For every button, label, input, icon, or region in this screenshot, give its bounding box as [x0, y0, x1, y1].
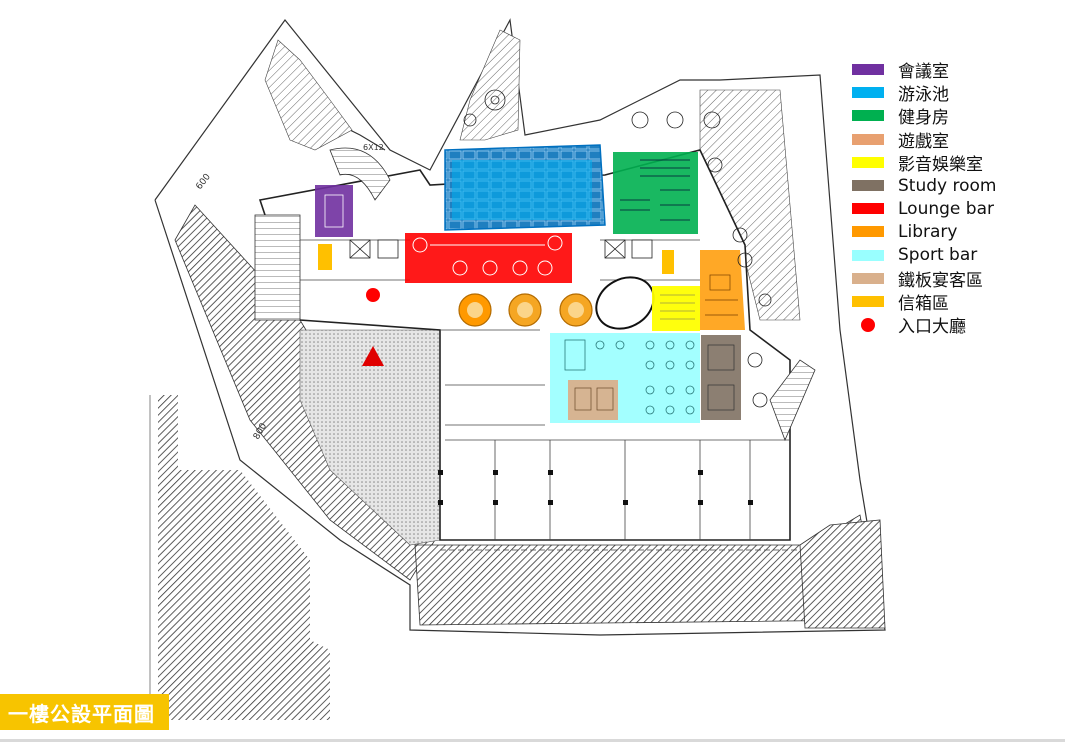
hatched-landscape-top	[264, 39, 353, 151]
zone-teppanyaki	[568, 380, 618, 420]
legend-item: 健身房	[852, 104, 996, 129]
av-seats	[660, 294, 695, 320]
legend-label: Lounge bar	[898, 198, 994, 219]
hatched-triangle-top	[459, 29, 521, 141]
legend-item: 游泳池	[852, 81, 996, 106]
pool-water-accent	[452, 160, 592, 220]
library-shelves	[705, 274, 738, 316]
sport-bar-tables	[564, 339, 695, 415]
zone-av-room	[652, 286, 700, 331]
stair-left	[254, 214, 301, 321]
zone-meeting-room	[315, 185, 353, 237]
legend-swatch	[852, 295, 884, 307]
legend-label: 游泳池	[898, 85, 949, 106]
teppanyaki-tables	[574, 387, 614, 411]
spiral-stair	[329, 147, 391, 201]
legend-label: Study room	[898, 175, 997, 196]
gym-equipment	[620, 159, 690, 221]
zone-gym	[613, 152, 698, 234]
legend-swatch	[852, 249, 884, 261]
zone-mailbox-right	[662, 250, 674, 274]
legend-item: Study room	[852, 174, 996, 197]
trees	[463, 89, 772, 408]
oval-feature	[595, 276, 655, 330]
zone-study-room	[701, 335, 741, 420]
lounge-seating	[412, 235, 563, 276]
legend-swatch	[852, 203, 884, 215]
zone-lounge-bar	[405, 233, 572, 283]
hatched-corner-right	[799, 519, 886, 629]
stair-right	[769, 359, 816, 442]
legend-item: Library	[852, 220, 996, 243]
legend-item: 會議室	[852, 58, 996, 83]
title-banner: 一樓公設平面圖	[0, 694, 169, 730]
legend-label: 會議室	[898, 62, 949, 83]
legend-item: 遊戲室	[852, 128, 996, 152]
study-desks	[707, 344, 735, 411]
legend-label: 鐵板宴客區	[898, 270, 983, 291]
legend-item: 鐵板宴客區	[852, 267, 996, 291]
legend-label: 信箱區	[898, 293, 949, 314]
legend-label: 影音娛樂室	[898, 154, 983, 175]
legend-swatch	[852, 156, 884, 168]
elevators	[349, 239, 653, 259]
legend-label: Sport bar	[898, 245, 978, 266]
legend-item: Lounge bar	[852, 197, 996, 220]
legend-item: Sport bar	[852, 244, 996, 267]
entrance-arrow	[362, 346, 384, 366]
legend-item: 信箱區	[852, 290, 996, 314]
legend-label: 健身房	[898, 108, 949, 129]
dimension-6x12: 6X12	[363, 143, 384, 152]
legend-swatch	[852, 180, 884, 192]
legend-dot-marker	[861, 317, 875, 332]
library-tables	[458, 293, 593, 327]
columns	[438, 470, 753, 505]
legend-swatch	[852, 133, 884, 145]
legend-swatch	[852, 272, 884, 284]
legend-item: 入口大廳	[852, 313, 996, 338]
entrance-lobby-marker	[366, 288, 380, 302]
bottom-divider	[0, 739, 1065, 742]
legend-label: 入口大廳	[898, 317, 966, 338]
legend-swatch	[852, 64, 884, 76]
dimension-600: 600	[194, 172, 213, 192]
zone-mailbox-left	[318, 244, 332, 270]
legend-swatch	[852, 226, 884, 238]
page-title: 一樓公設平面圖	[8, 701, 155, 726]
legend-label: 遊戲室	[898, 131, 949, 152]
hatched-block-left	[158, 395, 330, 720]
legend-swatch	[852, 87, 884, 99]
legend-item: 影音娛樂室	[852, 151, 996, 175]
legend-swatch	[852, 110, 884, 122]
legend-label: Library	[898, 221, 958, 242]
meeting-table	[324, 194, 344, 228]
